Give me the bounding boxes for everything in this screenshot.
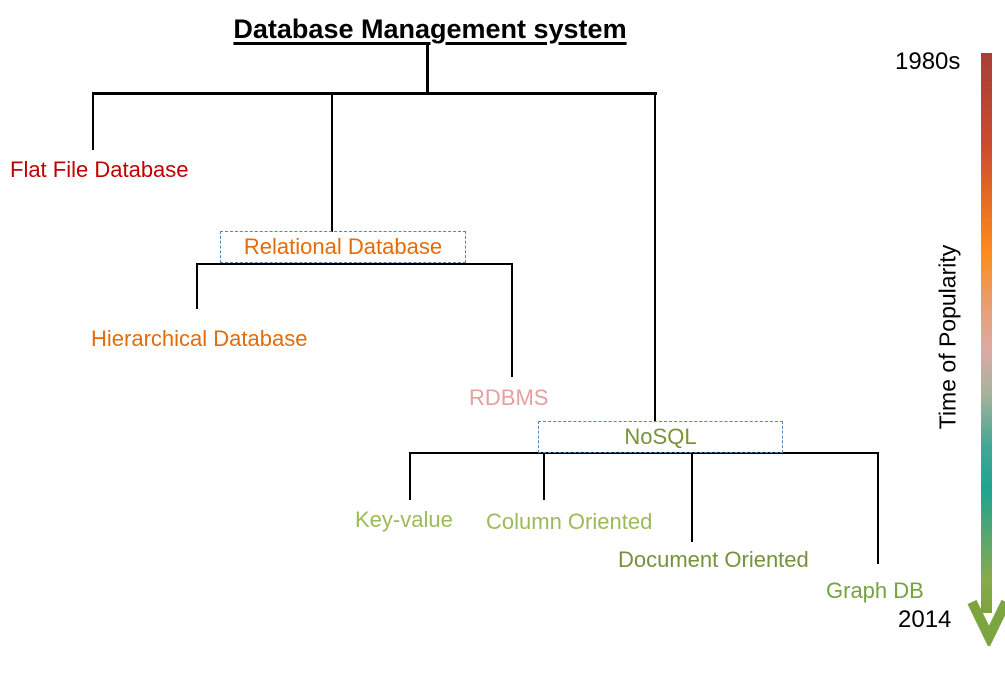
node-document-oriented: Document Oriented <box>618 547 809 572</box>
page-title: Database Management system <box>233 14 627 44</box>
connector-root-vertical <box>426 45 429 93</box>
connector-column-vertical <box>543 452 545 500</box>
node-relational-database-label: Relational Database <box>243 234 443 259</box>
connector-graph-vertical <box>877 452 879 564</box>
connector-nosql-vertical <box>654 92 656 422</box>
node-rdbms: RDBMS <box>469 385 549 410</box>
connector-relational-vertical <box>331 92 333 232</box>
connector-level1-horizontal <box>92 92 657 95</box>
connector-hierarchical-vertical <box>196 263 198 309</box>
node-graph-db: Graph DB <box>826 578 924 603</box>
node-nosql-box: NoSQL <box>538 421 783 453</box>
timeline-gradient-bar <box>981 53 992 613</box>
node-flat-file-database: Flat File Database <box>10 157 189 182</box>
connector-relational-horizontal <box>196 263 513 265</box>
node-relational-database-box: Relational Database <box>220 231 466 263</box>
node-key-value: Key-value <box>355 507 453 532</box>
timeline-start-label: 1980s <box>895 48 961 75</box>
connector-flat-file-vertical <box>92 92 94 150</box>
connector-document-vertical <box>691 452 693 542</box>
connector-rdbms-vertical <box>511 263 513 377</box>
timeline-end-label: 2014 <box>898 606 952 633</box>
node-column-oriented: Column Oriented <box>486 509 653 534</box>
node-hierarchical-database: Hierarchical Database <box>91 326 308 351</box>
connector-nosql-horizontal <box>409 452 879 454</box>
connector-key-value-vertical <box>409 452 411 500</box>
down-arrow-icon <box>967 599 1005 646</box>
node-nosql-label: NoSQL <box>624 424 697 449</box>
timeline-axis-label: Time of Popularity <box>934 244 961 430</box>
